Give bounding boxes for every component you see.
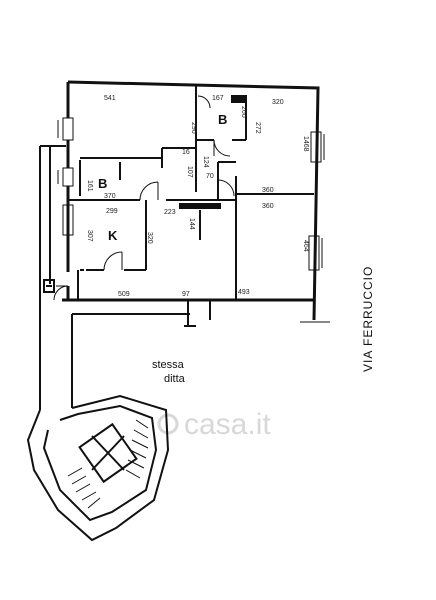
dim-290: 290 [190, 122, 197, 134]
dim-167: 167 [212, 95, 224, 102]
right-windows [300, 131, 330, 323]
watermark-text: casa.it [184, 408, 271, 441]
watermark: casa.it [157, 408, 271, 441]
dim-144: 144 [188, 218, 195, 230]
interior-walls [68, 86, 314, 327]
dim-360-upper: 360 [262, 187, 274, 194]
dim-307: 307 [86, 230, 93, 242]
room-label-bath-1: B [98, 176, 107, 191]
dim-107: 107 [186, 166, 193, 178]
dim-16: 16 [182, 149, 190, 156]
dim-70: 70 [206, 173, 214, 180]
dim-370: 370 [104, 193, 116, 200]
dim-161: 161 [86, 180, 93, 192]
dim-299: 299 [106, 208, 118, 215]
dim-272: 272 [254, 122, 261, 134]
dim-360-lower: 360 [262, 203, 274, 210]
dim-223: 223 [164, 209, 176, 216]
dim-320-top: 320 [272, 99, 284, 106]
room-label-bath-2: B [218, 112, 227, 127]
note-line-1: stessa [152, 359, 185, 371]
dim-1468: 1468 [302, 136, 309, 152]
dim-97: 97 [182, 291, 190, 298]
dim-541: 541 [104, 95, 116, 102]
dim-493: 493 [238, 289, 250, 296]
room-labels: B B K [98, 112, 227, 243]
dim-464: 464 [302, 240, 309, 252]
shared-corridor [39, 145, 190, 410]
note-line-2: ditta [164, 373, 186, 385]
street-label: VIA FERRUCCIO [361, 266, 375, 372]
room-label-kitchen: K [108, 228, 118, 243]
dimension-labels: 541 167 320 290 260 272 1468 16 124 107 … [86, 95, 309, 298]
dim-320-side: 320 [146, 232, 153, 244]
left-windows [57, 117, 74, 236]
dim-260: 260 [240, 106, 247, 118]
dim-509: 509 [118, 291, 130, 298]
stairwell [26, 394, 170, 542]
dim-124: 124 [202, 156, 209, 168]
door-swings [53, 95, 235, 301]
